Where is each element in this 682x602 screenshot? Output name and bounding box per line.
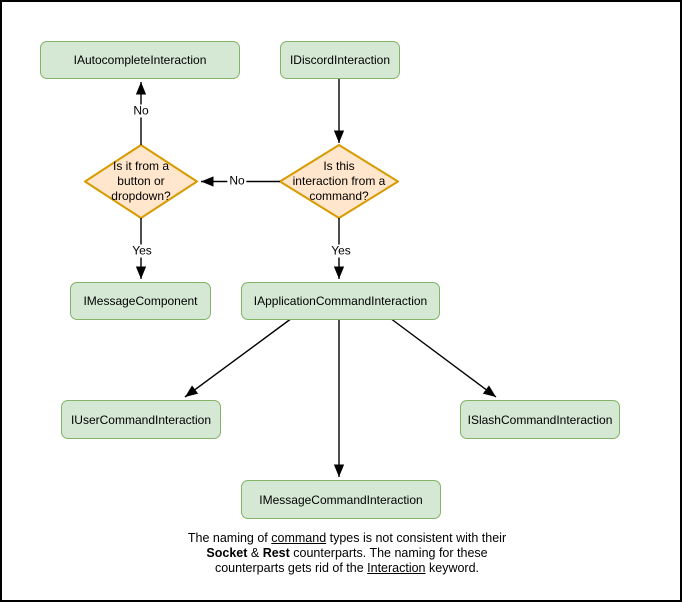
- note-text: keyword.: [425, 561, 480, 575]
- node-slash-command-interaction: ISlashCommandInteraction: [460, 400, 620, 439]
- edge-label-yes-left: Yes: [130, 243, 154, 258]
- note-text: counterparts. The naming for these: [289, 546, 488, 560]
- node-message-component: IMessageComponent: [70, 282, 211, 320]
- node-discord-interaction: IDiscordInteraction: [280, 41, 400, 79]
- edge-label-no-middle: No: [227, 173, 247, 188]
- edge-label-no-top: No: [131, 103, 151, 118]
- decision-button-or-dropdown-label: Is it from a button or dropdown?: [111, 159, 171, 203]
- naming-note: The naming of command types is not consi…: [157, 531, 537, 576]
- node-user-command-interaction: IUserCommandInteraction: [61, 400, 221, 439]
- arrow-app-to-user-command: [184, 318, 291, 398]
- arrow-app-to-slash-command: [391, 318, 497, 398]
- note-text: The naming of: [187, 531, 272, 545]
- node-application-command-interaction: IApplicationCommandInteraction: [241, 282, 440, 320]
- note-underlined-interaction: Interaction: [367, 561, 426, 575]
- note-text: types is not consistent with their: [326, 531, 507, 545]
- note-text: counterparts gets rid of the: [214, 561, 368, 575]
- node-message-command-interaction: IMessageCommandInteraction: [241, 480, 441, 519]
- note-text: &: [247, 546, 263, 560]
- note-underlined-command: command: [271, 531, 327, 545]
- naming-note-line-2: Socket & Rest counterparts. The naming f…: [157, 546, 537, 561]
- naming-note-line-1: The naming of command types is not consi…: [157, 531, 537, 546]
- decision-from-command-shape: [279, 144, 399, 219]
- node-autocomplete-interaction: IAutocompleteInteraction: [40, 41, 240, 79]
- note-bold-socket: Socket: [206, 546, 248, 560]
- edge-label-yes-right: Yes: [329, 243, 353, 258]
- note-bold-rest: Rest: [262, 546, 290, 560]
- naming-note-line-3: counterparts gets rid of the Interaction…: [157, 561, 537, 576]
- decision-from-command-label: Is this interaction from a command?: [292, 159, 386, 203]
- decision-button-or-dropdown-shape: [84, 144, 198, 219]
